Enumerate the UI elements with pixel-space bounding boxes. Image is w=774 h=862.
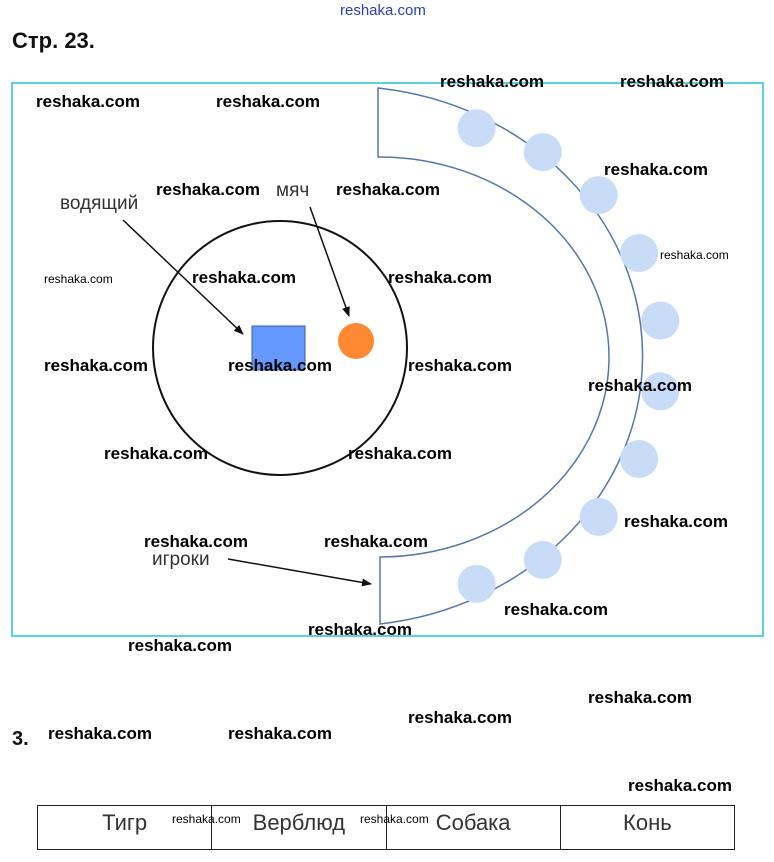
watermark: reshaka.com — [228, 356, 332, 375]
watermark: reshaka.com — [628, 776, 732, 795]
ball-arrow — [309, 206, 350, 317]
watermark: reshaka.com — [440, 72, 544, 91]
player-circle — [641, 372, 680, 411]
watermark: reshaka.com — [36, 92, 140, 111]
watermark: reshaka.com — [308, 620, 412, 639]
ball-circle — [338, 323, 374, 359]
task-number: 3. — [12, 728, 29, 750]
players-group — [457, 109, 680, 603]
watermark: reshaka.com — [504, 600, 608, 619]
watermark: reshaka.com — [44, 272, 113, 286]
watermark: reshaka.com — [156, 180, 260, 199]
player-circle — [523, 133, 562, 172]
player-circle — [620, 234, 659, 272]
watermark: reshaka.com — [388, 268, 492, 287]
site-header[interactable]: reshaka.com — [340, 2, 426, 19]
watermark: reshaka.com — [44, 356, 148, 375]
animal-cell: Собака — [385, 805, 561, 850]
ball-label: мяч — [276, 180, 310, 201]
driver-arrow — [122, 219, 244, 335]
watermark: reshaka.com — [360, 812, 429, 826]
player-circle — [523, 540, 562, 579]
watermark: reshaka.com — [624, 512, 728, 531]
watermark: reshaka.com — [348, 444, 452, 463]
players-arrow — [227, 558, 372, 587]
animal-cell: Конь — [559, 805, 736, 850]
watermark: reshaka.com — [588, 376, 692, 395]
animal-cell: Верблюд — [211, 805, 387, 850]
players-arc — [377, 87, 644, 625]
page-heading: Стр. 23. — [12, 28, 95, 53]
watermark: reshaka.com — [228, 724, 332, 743]
driver-square — [251, 325, 306, 371]
watermark: reshaka.com — [324, 532, 428, 551]
watermark: reshaka.com — [104, 444, 208, 463]
animal-cell: Тигр — [36, 805, 213, 850]
watermark: reshaka.com — [336, 180, 440, 199]
animals-table: Тигр Верблюд Собака Конь — [36, 805, 736, 850]
player-circle — [457, 564, 496, 603]
table-row: Тигр Верблюд Собака Конь — [36, 805, 736, 850]
watermark: reshaka.com — [172, 812, 241, 826]
diagram-frame — [11, 82, 764, 637]
watermark: reshaka.com — [620, 72, 724, 91]
watermark: reshaka.com — [408, 356, 512, 375]
watermark: reshaka.com — [408, 708, 512, 727]
player-circle — [579, 497, 618, 536]
watermark: reshaka.com — [144, 532, 248, 551]
players-label: игроки — [152, 549, 210, 570]
watermark: reshaka.com — [216, 92, 320, 111]
watermark: reshaka.com — [128, 636, 232, 655]
watermark: reshaka.com — [192, 268, 296, 287]
game-circle — [152, 220, 408, 476]
watermark: reshaka.com — [604, 160, 708, 179]
player-circle — [457, 109, 496, 148]
watermark: reshaka.com — [660, 248, 729, 262]
watermark: reshaka.com — [48, 724, 152, 743]
player-circle — [620, 440, 659, 478]
driver-label: водящий — [60, 193, 139, 214]
player-circle — [641, 301, 680, 340]
watermark: reshaka.com — [588, 688, 692, 707]
player-circle — [579, 176, 618, 215]
